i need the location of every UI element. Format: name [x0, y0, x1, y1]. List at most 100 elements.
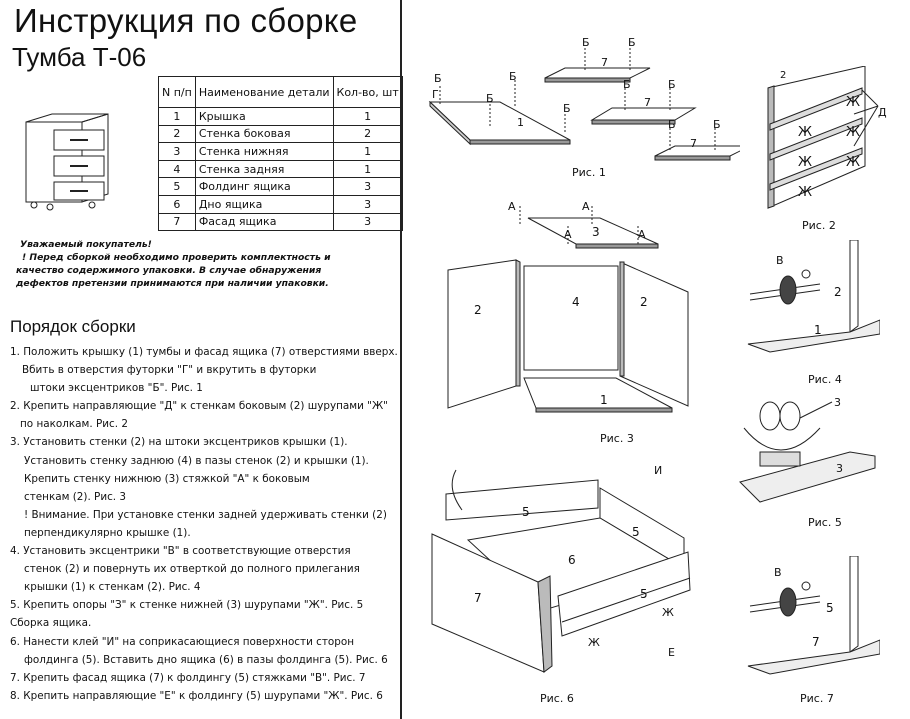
- label-g: Г: [432, 88, 439, 101]
- label-i: И: [654, 464, 662, 477]
- cell-qty: 3: [332, 177, 403, 196]
- cell-number: 4: [158, 159, 196, 179]
- figure-caption: Рис. 1: [572, 166, 606, 179]
- step-line: 5. Крепить опоры "З" к стенке нижней (3)…: [10, 599, 364, 612]
- cell-name: Стенка задняя: [194, 159, 334, 179]
- part-number: 7: [690, 137, 697, 150]
- drawer-side-drawing: [557, 551, 691, 637]
- step-line: фолдинга (5). Вставить дно ящика (6) в п…: [24, 653, 388, 666]
- part-number: 1: [814, 323, 822, 337]
- step-line: 7. Крепить фасад ящика (7) к фолдингу (5…: [10, 671, 366, 684]
- cell-qty: 3: [332, 212, 403, 232]
- step-line: 2. Крепить направляющие "Д" к стенкам бо…: [10, 400, 388, 413]
- figure-7: В 5 7: [747, 556, 880, 675]
- figure-1: Б Г Б Б Б Б Б Б Б Б Б 1 7 7 7: [428, 36, 740, 161]
- step-line: 6. Нанести клей "И" на соприкасающиеся п…: [10, 635, 355, 648]
- part-number: 5: [632, 525, 640, 539]
- col-header-name: Наименование детали: [194, 76, 334, 108]
- label-v: В: [776, 254, 784, 267]
- step-line: по наколкам. Рис. 2: [20, 418, 128, 431]
- part-number: 1: [600, 393, 608, 407]
- figure-caption: Рис. 4: [808, 373, 842, 386]
- part-number: 5: [522, 505, 530, 519]
- label-b: Б: [623, 78, 631, 91]
- cell-name: Стенка нижняя: [194, 142, 334, 161]
- label-b: Б: [582, 36, 590, 49]
- front-panel-drawing: [544, 67, 651, 79]
- figure-5: 3 3: [739, 396, 876, 503]
- cell-name: Фасад ящика: [194, 212, 334, 232]
- label-d: Д: [878, 106, 887, 119]
- part-number: 7: [644, 96, 651, 109]
- cell-name: Крышка: [194, 107, 334, 126]
- step-line: 3. Установить стенки (2) на штоки эксцен…: [10, 436, 348, 449]
- col-header-qty: Кол-во, шт: [332, 76, 403, 108]
- figure-caption: Рис. 5: [808, 516, 842, 529]
- part-number: 4: [572, 295, 580, 309]
- side-panel-drawing: [447, 259, 517, 409]
- figure-caption: Рис. 3: [600, 432, 634, 445]
- part-number: 3: [834, 396, 841, 409]
- product-name: Тумба Т-06: [12, 42, 147, 72]
- label-zh: Ж: [846, 125, 860, 140]
- step-line: крышки (1) к стенкам (2). Рис. 4: [24, 581, 201, 594]
- label-a: А: [582, 200, 590, 213]
- assembly-heading: Порядок сборки: [10, 317, 136, 336]
- step-line: Крепить стенку нижнюю (3) стяжкой "А" к …: [24, 472, 310, 485]
- step-line: ! Внимание. При установке стенки задней …: [24, 508, 387, 521]
- assembly-steps: 1. Положить крышку (1) тумбы и фасад ящи…: [10, 343, 398, 705]
- cell-number: 5: [158, 177, 196, 196]
- cabinet-illustration: [25, 113, 109, 211]
- cell-number: 1: [158, 107, 196, 126]
- label-a: А: [508, 200, 516, 213]
- cell-qty: 3: [332, 194, 403, 214]
- label-a: А: [564, 228, 572, 241]
- step-line: Вбить в отверстия футорки "Г" и вкрутить…: [22, 364, 317, 377]
- table-header-row: N п/п Наименование детали Кол-во, шт: [158, 76, 403, 108]
- cell-name: Фолдинг ящика: [194, 177, 334, 196]
- step-line: стенок (2) и повернуть их отверткой до п…: [24, 563, 360, 576]
- notice-line: дефектов претензии принимаются при налич…: [16, 278, 329, 289]
- col-header-number: N п/п: [158, 76, 196, 108]
- label-b: Б: [486, 92, 494, 105]
- part-number: 2: [474, 303, 482, 317]
- part-number: 3: [592, 225, 600, 239]
- label-zh: Ж: [798, 125, 812, 140]
- column-divider: [400, 0, 402, 719]
- figure-4: В 2 1: [747, 240, 880, 353]
- part-number: 2: [834, 285, 842, 299]
- label-zh: Ж: [846, 95, 860, 110]
- figure-caption: Рис. 7: [800, 692, 834, 705]
- cell-name: Дно ящика: [194, 194, 334, 214]
- part-number: 5: [826, 601, 834, 615]
- label-b: Б: [713, 118, 721, 131]
- drawer-side-drawing: [445, 479, 599, 521]
- notice-line: ! Перед сборкой необходимо проверить ком…: [22, 252, 331, 263]
- label-b: Б: [434, 72, 442, 85]
- part-number: 3: [836, 462, 843, 475]
- part-number: 2: [780, 70, 786, 81]
- label-b: Б: [628, 36, 636, 49]
- figure-caption: Рис. 2: [802, 219, 836, 232]
- label-v: В: [774, 566, 782, 579]
- cell-qty: 1: [332, 159, 403, 179]
- customer-notice: Уважаемый покупатель! ! Перед сборкой не…: [16, 238, 396, 290]
- cell-qty: 1: [332, 107, 403, 126]
- notice-line: качество содержимого упаковки. В случае …: [16, 265, 322, 276]
- figure-caption: Рис. 6: [540, 692, 574, 705]
- label-zh: Ж: [662, 606, 674, 619]
- cell-number: 2: [158, 124, 196, 144]
- step-line: Установить стенку заднюю (4) в пазы стен…: [24, 454, 369, 467]
- label-b: Б: [563, 102, 571, 115]
- label-zh: Ж: [846, 155, 860, 170]
- step-line: Сборка ящика.: [10, 617, 92, 630]
- step-line: 8. Крепить направляющие "Е" к фолдингу (…: [10, 689, 383, 702]
- cell-number: 7: [158, 212, 196, 232]
